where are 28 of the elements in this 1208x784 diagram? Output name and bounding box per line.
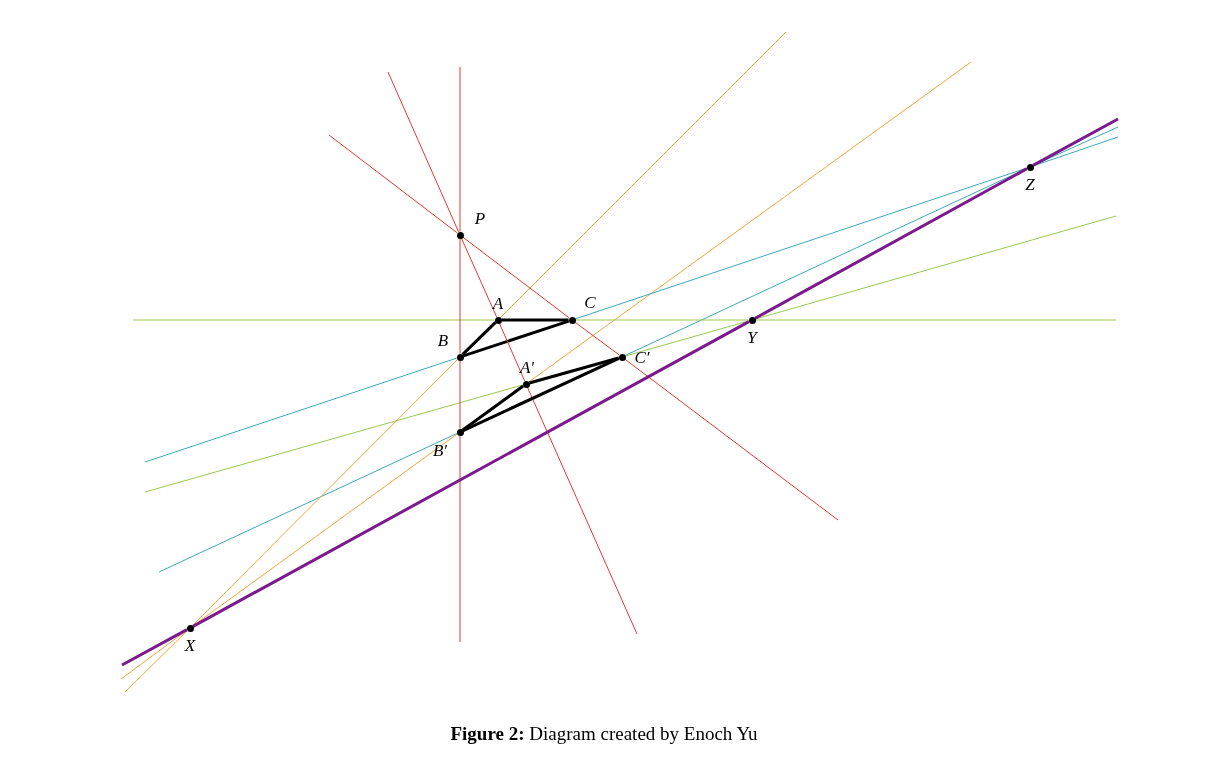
point-label: C′ [634, 348, 650, 366]
point-label: B′ [432, 441, 448, 459]
point-label: X [184, 636, 196, 654]
point-label: Z [1025, 175, 1035, 193]
line-segment [461, 384, 525, 432]
line-segment [191, 359, 459, 626]
point-label: A [492, 294, 504, 312]
point-label: C [584, 293, 596, 311]
line-segment [461, 321, 497, 356]
line-segment [575, 319, 749, 321]
point-label: B [437, 331, 449, 349]
line-segment [528, 356, 620, 385]
line-segment [574, 321, 620, 356]
point-label: Y [747, 328, 757, 346]
line-segment [192, 320, 750, 628]
line-segment [498, 322, 526, 382]
line-segment [501, 318, 569, 322]
line-segment [459, 360, 461, 429]
line-segment [624, 320, 750, 357]
point-label: P [474, 209, 486, 227]
line-segment [462, 236, 570, 319]
line-segment [462, 357, 620, 432]
point-label: A′ [519, 358, 535, 376]
line-segment [754, 167, 1028, 320]
figure-caption: Figure 2: Diagram created by Enoch Yu [450, 722, 758, 746]
line-segment [462, 319, 570, 358]
line-segment [459, 238, 461, 354]
line-segment [460, 237, 498, 318]
